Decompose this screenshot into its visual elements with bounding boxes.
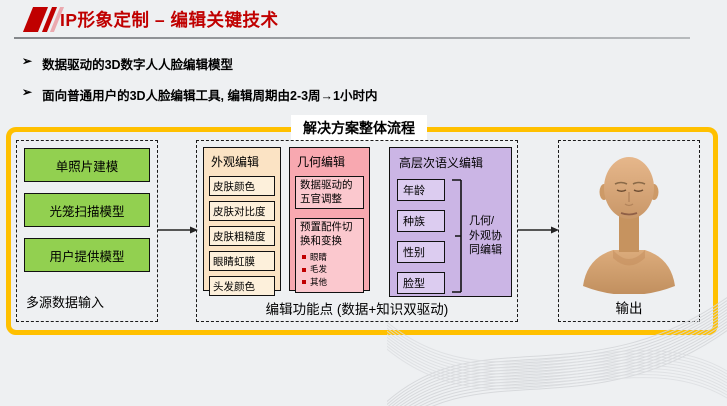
appearance-item: 眼睛虹膜 bbox=[209, 251, 275, 271]
bullet-list: ➢ 数据驱动的3D数字人人脸编辑模型 ➢ 面向普通用户的3D人脸编辑工具, 编辑… bbox=[22, 54, 378, 116]
arrow-right-icon bbox=[157, 226, 198, 234]
semantic-item: 性别 bbox=[397, 240, 445, 263]
bullet-square-icon bbox=[302, 280, 306, 285]
input-item-lightcage-scan: 光笼扫描模型 bbox=[24, 193, 150, 227]
bullet-text: 面向普通用户的3D人脸编辑工具, 编辑周期由2-3周→1小时内 bbox=[42, 89, 378, 103]
semantic-note: 几何/外观协同编辑 bbox=[469, 214, 502, 257]
editing-panel: 外观编辑 皮肤颜色 皮肤对比度 皮肤粗糙度 眼睛虹膜 头发颜色 几何编辑 数据驱… bbox=[196, 140, 518, 322]
input-caption: 多源数据输入 bbox=[26, 295, 105, 310]
solution-flow-container: 解决方案整体流程 单照片建模 光笼扫描模型 用户提供模型 多源数据输入 外观编辑… bbox=[6, 115, 718, 335]
accessory-subitem: 其他 bbox=[302, 276, 359, 289]
editing-caption: 编辑功能点 (数据+知识双驱动) bbox=[265, 302, 449, 317]
bullet-item: ➢ 面向普通用户的3D人脸编辑工具, 编辑周期由2-3周→1小时内 bbox=[22, 85, 378, 104]
accessory-subitem: 毛发 bbox=[302, 263, 359, 276]
geometry-section: 几何编辑 数据驱动的五官调整 预置配件切换和变换 眼睛 毛发 bbox=[289, 147, 370, 293]
semantic-row: 年龄 种族 性别 脸型 几何/外观协同编辑 bbox=[397, 177, 504, 295]
input-item-user-model: 用户提供模型 bbox=[24, 238, 150, 272]
semantic-item: 种族 bbox=[397, 209, 445, 232]
semantic-item: 年龄 bbox=[397, 178, 445, 201]
bullet-arrow-icon: ➢ bbox=[22, 54, 33, 68]
bullet-item: ➢ 数据驱动的3D数字人人脸编辑模型 bbox=[22, 54, 378, 73]
appearance-item: 皮肤粗糙度 bbox=[209, 226, 275, 246]
bracket-icon bbox=[452, 179, 462, 293]
appearance-item: 皮肤颜色 bbox=[209, 176, 275, 196]
semantic-items-column: 年龄 种族 性别 脸型 bbox=[397, 178, 445, 294]
geometry-card-facial-adjust: 数据驱动的五官调整 bbox=[295, 176, 364, 210]
appearance-item: 皮肤对比度 bbox=[209, 201, 275, 221]
page-title: IP形象定制 – 编辑关键技术 bbox=[60, 10, 279, 30]
flow-title: 解决方案整体流程 bbox=[291, 115, 427, 141]
input-panel: 单照片建模 光笼扫描模型 用户提供模型 多源数据输入 bbox=[16, 140, 158, 322]
semantic-section: 高层次语义编辑 年龄 种族 性别 脸型 几何/外观协同编辑 bbox=[389, 147, 512, 297]
title-divider bbox=[14, 37, 690, 39]
output-panel: 输出 bbox=[558, 140, 700, 322]
head-render-image bbox=[583, 157, 675, 294]
bullet-square-icon bbox=[302, 254, 306, 259]
geometry-card-accessories-label: 预置配件切换和变换 bbox=[300, 221, 353, 247]
bullet-arrow-icon: ➢ bbox=[22, 85, 33, 99]
bullet-square-icon bbox=[302, 267, 306, 272]
geometry-title: 几何编辑 bbox=[297, 155, 346, 169]
geometry-card-accessories: 预置配件切换和变换 眼睛 毛发 其他 bbox=[295, 218, 364, 293]
input-item-single-photo: 单照片建模 bbox=[24, 148, 150, 182]
arrow-right-icon bbox=[518, 226, 559, 234]
appearance-item: 头发颜色 bbox=[209, 276, 275, 296]
semantic-item: 脸型 bbox=[397, 271, 445, 294]
output-caption: 输出 bbox=[615, 301, 643, 316]
appearance-section: 外观编辑 皮肤颜色 皮肤对比度 皮肤粗糙度 眼睛虹膜 头发颜色 bbox=[203, 147, 281, 296]
semantic-title: 高层次语义编辑 bbox=[399, 156, 484, 170]
bullet-text: 数据驱动的3D数字人人脸编辑模型 bbox=[42, 58, 234, 72]
appearance-title: 外观编辑 bbox=[211, 155, 260, 169]
accessory-subitem: 眼睛 bbox=[302, 251, 359, 264]
accessory-sublist: 眼睛 毛发 其他 bbox=[300, 251, 359, 290]
logo-slash-icon bbox=[22, 7, 65, 32]
